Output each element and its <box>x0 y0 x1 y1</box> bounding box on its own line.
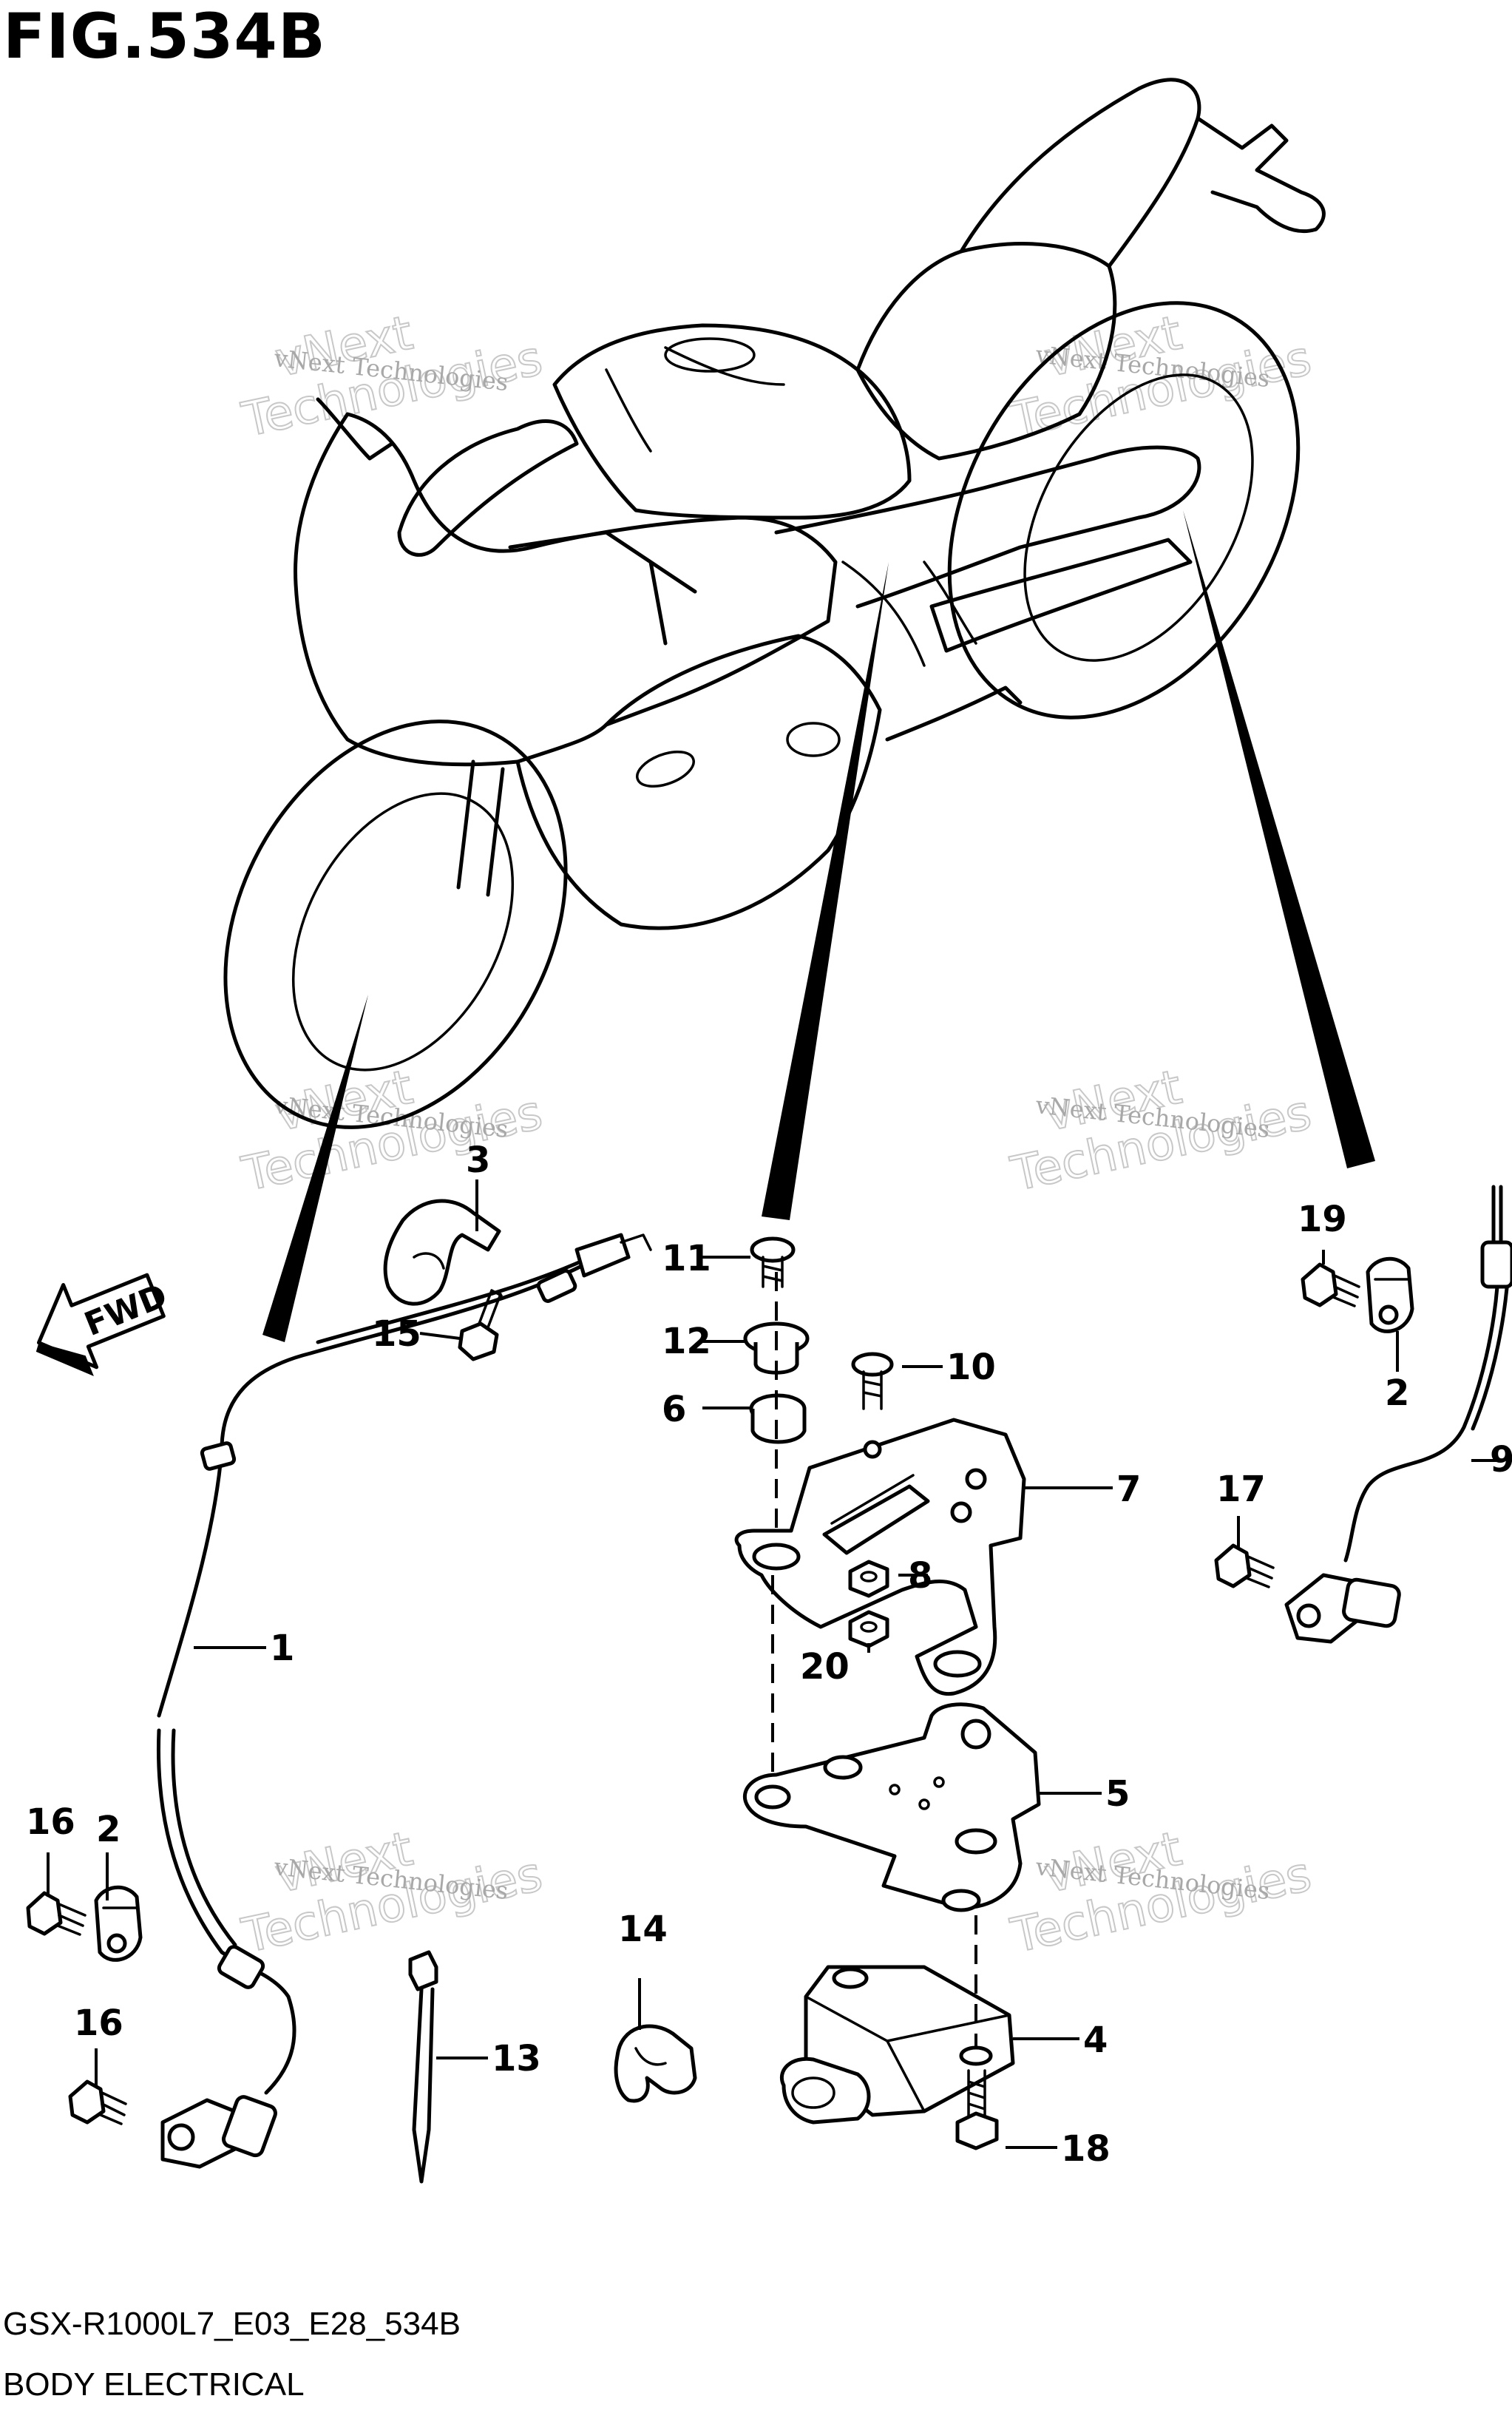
motorcycle-outline <box>223 78 1326 1129</box>
rear-speed-sensor <box>1284 1185 1512 1644</box>
callout-5: 5 <box>1105 1773 1130 1815</box>
nut-8 <box>848 1560 889 1598</box>
bolt-19 <box>1301 1262 1360 1307</box>
front-fork <box>456 759 505 897</box>
callout-9: 9 <box>1490 1439 1512 1480</box>
pointer-front-sensor <box>262 995 368 1342</box>
clip-14 <box>614 2024 697 2103</box>
callout-2-left: 2 <box>96 1809 121 1850</box>
wire-grommet <box>536 1269 577 1303</box>
wire-clamp-left <box>94 1885 143 1962</box>
tail-section <box>959 78 1201 268</box>
callout-11: 11 <box>662 1238 711 1279</box>
callout-15: 15 <box>372 1313 421 1355</box>
sensor-clamp-3 <box>383 1199 501 1306</box>
bolt-16-lower <box>68 2079 127 2125</box>
rider-seat <box>855 242 1117 461</box>
wire-clamp-right <box>1366 1256 1414 1333</box>
fwd-arrow: FWD <box>35 1273 172 1377</box>
bolt-16-upper <box>26 1891 87 1936</box>
cable-tie-13 <box>408 1950 438 2184</box>
callout-16-lower: 16 <box>74 2003 123 2044</box>
callout-8: 8 <box>908 1555 932 1597</box>
rear-sensor-tip <box>1342 1577 1401 1628</box>
tail-light-bracket <box>1196 116 1326 234</box>
bolt-18 <box>955 2069 999 2150</box>
callout-16-upper: 16 <box>26 1801 75 1843</box>
frame-spar <box>774 445 1201 609</box>
fuel-cap <box>664 337 756 373</box>
handlebar <box>508 530 697 646</box>
rear-wheel <box>947 301 1301 720</box>
front-speed-sensor <box>157 1233 652 2169</box>
sensor-lead-wire <box>157 1255 601 1718</box>
screw-10 <box>851 1352 894 1410</box>
callout-20: 20 <box>800 1646 850 1688</box>
fairing-vent <box>636 751 695 788</box>
bracket-7 <box>734 1418 1026 1696</box>
sensor-lead-wire-edge <box>316 1248 608 1344</box>
section-name: BODY ELECTRICAL <box>3 2366 305 2403</box>
pointer-rear-sensor <box>1183 510 1375 1168</box>
bracket-5 <box>743 1702 1041 1912</box>
callout-13: 13 <box>492 2038 541 2079</box>
lower-fairing <box>515 634 882 930</box>
callout-12: 12 <box>662 1321 711 1362</box>
module-4 <box>779 1965 1015 2125</box>
sensor-lead-wire-lower-edge <box>171 1728 237 1947</box>
screw-11 <box>750 1236 796 1288</box>
tank-panel <box>605 346 785 453</box>
model-code: GSX-R1000L7_E03_E28_534B <box>3 2306 461 2342</box>
frame-detail <box>841 561 977 667</box>
callout-labels: 1 2 2 3 4 5 6 7 8 9 10 11 12 13 14 15 16… <box>26 1140 1512 2170</box>
front-brake-disc <box>291 792 515 1072</box>
callout-10: 10 <box>946 1347 996 1388</box>
engine-cover <box>786 722 841 757</box>
callout-18: 18 <box>1061 2128 1111 2170</box>
mirror <box>316 397 394 461</box>
front-fairing <box>294 412 838 767</box>
rear-sensor-grommet <box>1480 1240 1512 1289</box>
windscreen <box>397 419 579 557</box>
callout-19: 19 <box>1298 1199 1347 1240</box>
leader-lines <box>47 1179 1501 2149</box>
connector-tab <box>620 1233 652 1251</box>
wire-grommet <box>217 1945 265 1989</box>
sensor-connector <box>574 1233 631 1278</box>
sensor-bolt-hole <box>167 2123 195 2151</box>
bolt-15 <box>458 1289 503 1361</box>
footpeg <box>885 686 1023 742</box>
callout-3: 3 <box>466 1140 490 1181</box>
front-wheel <box>223 720 568 1129</box>
callout-4: 4 <box>1083 2020 1108 2061</box>
rear-sensor-wire <box>1343 1284 1499 1563</box>
swingarm <box>929 538 1193 653</box>
callout-7: 7 <box>1116 1469 1141 1510</box>
callout-6: 6 <box>662 1389 686 1430</box>
sensor-tip <box>221 2095 277 2158</box>
rear-sensor-wire-edge <box>1471 1286 1509 1431</box>
fuel-tank <box>552 323 912 520</box>
callout-1: 1 <box>270 1628 294 1669</box>
wire-grommet <box>200 1441 237 1471</box>
bolt-17 <box>1214 1543 1275 1588</box>
callout-17: 17 <box>1216 1469 1266 1510</box>
figure-title: FIG.534B <box>3 0 326 72</box>
nut-20 <box>848 1610 889 1648</box>
callout-14: 14 <box>618 1909 668 1950</box>
pointer-bracket <box>762 562 889 1220</box>
rear-sensor-bolt-hole <box>1296 1603 1321 1628</box>
callout-2-right: 2 <box>1385 1372 1409 1414</box>
